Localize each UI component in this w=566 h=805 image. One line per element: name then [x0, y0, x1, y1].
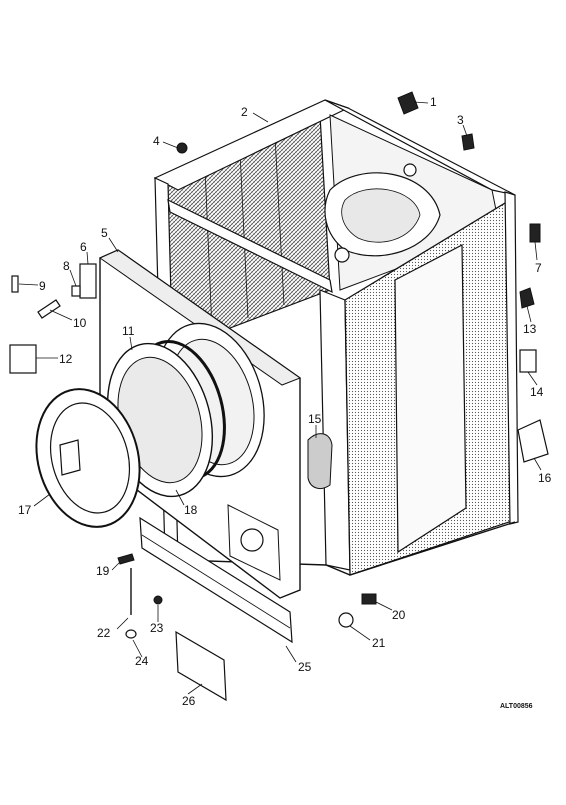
callout-9: 9	[39, 279, 46, 293]
callout-11: 11	[122, 324, 135, 338]
door-assembly	[35, 342, 214, 528]
callout-12: 12	[59, 352, 73, 366]
callout-21: 21	[372, 636, 386, 650]
callout-6: 6	[80, 240, 87, 254]
callout-17: 17	[18, 503, 32, 517]
callout-15: 15	[308, 412, 322, 426]
leader-lines	[18, 101, 542, 695]
callout-10: 10	[73, 316, 87, 330]
callout-7: 7	[535, 261, 542, 275]
callout-3: 3	[457, 113, 464, 127]
callout-22: 22	[97, 626, 111, 640]
callout-23: 23	[150, 621, 164, 635]
callout-8: 8	[63, 259, 70, 273]
callout-4: 4	[153, 134, 160, 148]
callout-26: 26	[182, 694, 196, 708]
callout-14: 14	[530, 385, 544, 399]
callout-20: 20	[392, 608, 406, 622]
small-parts	[9, 91, 549, 702]
callout-24: 24	[135, 654, 149, 668]
callout-2: 2	[241, 105, 248, 119]
cabinet-frame	[153, 99, 519, 576]
callout-13: 13	[523, 322, 537, 336]
callout-16: 16	[538, 471, 552, 485]
callout-25: 25	[298, 660, 312, 674]
callout-5: 5	[101, 226, 108, 240]
kick-plate	[139, 516, 293, 644]
callout-18: 18	[184, 503, 198, 517]
drawing-code: ALT00856	[500, 703, 533, 710]
callout-1: 1	[430, 95, 437, 109]
callout-19: 19	[96, 564, 110, 578]
callouts: 1 2 3 4 5 6 7 8 9 10 11 12 13 14 15 16 1…	[18, 95, 552, 710]
